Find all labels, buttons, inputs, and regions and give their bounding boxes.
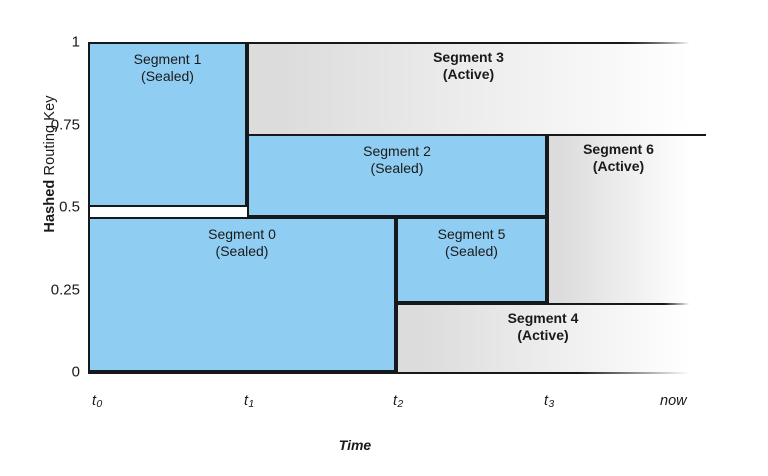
- x-tick-label: t2: [393, 393, 404, 410]
- segment-name: Segment 4: [507, 309, 579, 326]
- segment-label: Segment 4(Active): [396, 310, 690, 344]
- segment-5[interactable]: Segment 5(Sealed): [396, 216, 547, 303]
- x-tick-label: t0: [92, 393, 103, 410]
- segment-state: (Sealed): [445, 242, 498, 259]
- segment-border-top: [547, 134, 768, 137]
- segment-label: Segment 5(Sealed): [398, 226, 545, 260]
- segment-label: Segment 1(Sealed): [90, 51, 245, 85]
- segment-label: Segment 2(Sealed): [249, 143, 545, 177]
- segment-state: (Sealed): [215, 242, 269, 259]
- segment-name: Segment 3: [433, 49, 504, 65]
- segment-state: (Sealed): [370, 160, 424, 177]
- segment-label: Segment 6(Active): [547, 141, 690, 175]
- segment-label: Segment 0(Sealed): [90, 226, 394, 260]
- x-tick-label: t3: [544, 393, 555, 410]
- segment-1[interactable]: Segment 1(Sealed): [88, 42, 247, 207]
- segment-name: Segment 0: [208, 225, 276, 242]
- x-tick-label: t1: [244, 393, 255, 410]
- axis-line-top: [88, 42, 768, 44]
- y-tick-label: 0.75: [50, 116, 80, 133]
- x-tick-label: now: [660, 393, 687, 409]
- segment-border-left: [247, 42, 249, 135]
- segment-name: Segment 5: [437, 225, 506, 242]
- x-axis-title-text: Time: [338, 437, 372, 453]
- segment-state: (Active): [442, 66, 495, 82]
- segment-name: Segment 6: [583, 141, 654, 158]
- segment-2[interactable]: Segment 2(Sealed): [247, 134, 547, 217]
- segment-border-left: [396, 302, 398, 372]
- segment-state: (Active): [517, 326, 569, 343]
- y-tick-label: 0.5: [59, 198, 80, 216]
- y-tick-label: 0.25: [50, 281, 80, 298]
- segment-state: (Sealed): [141, 68, 194, 84]
- segment-3[interactable]: Segment 3(Active): [247, 42, 768, 135]
- y-tick-label: 0: [71, 363, 80, 381]
- x-axis-title: Time: [0, 437, 768, 453]
- segment-4[interactable]: Segment 4(Active): [396, 302, 768, 372]
- axis-line-bottom: [88, 372, 768, 374]
- segment-6[interactable]: Segment 6(Active): [547, 134, 768, 303]
- y-tick-label: 1: [71, 33, 80, 51]
- segment-0[interactable]: Segment 0(Sealed): [88, 216, 396, 372]
- segment-label: Segment 3(Active): [247, 49, 690, 83]
- segment-state: (Active): [592, 158, 645, 175]
- segment-name: Segment 2: [363, 143, 431, 160]
- segment-border-top: [396, 302, 768, 305]
- segment-name: Segment 1: [133, 51, 202, 67]
- segment-border-left: [547, 134, 549, 303]
- axis-line-left: [88, 42, 90, 374]
- y-axis-ticks: 1 0.75 0.5 0.25 0: [36, 0, 80, 476]
